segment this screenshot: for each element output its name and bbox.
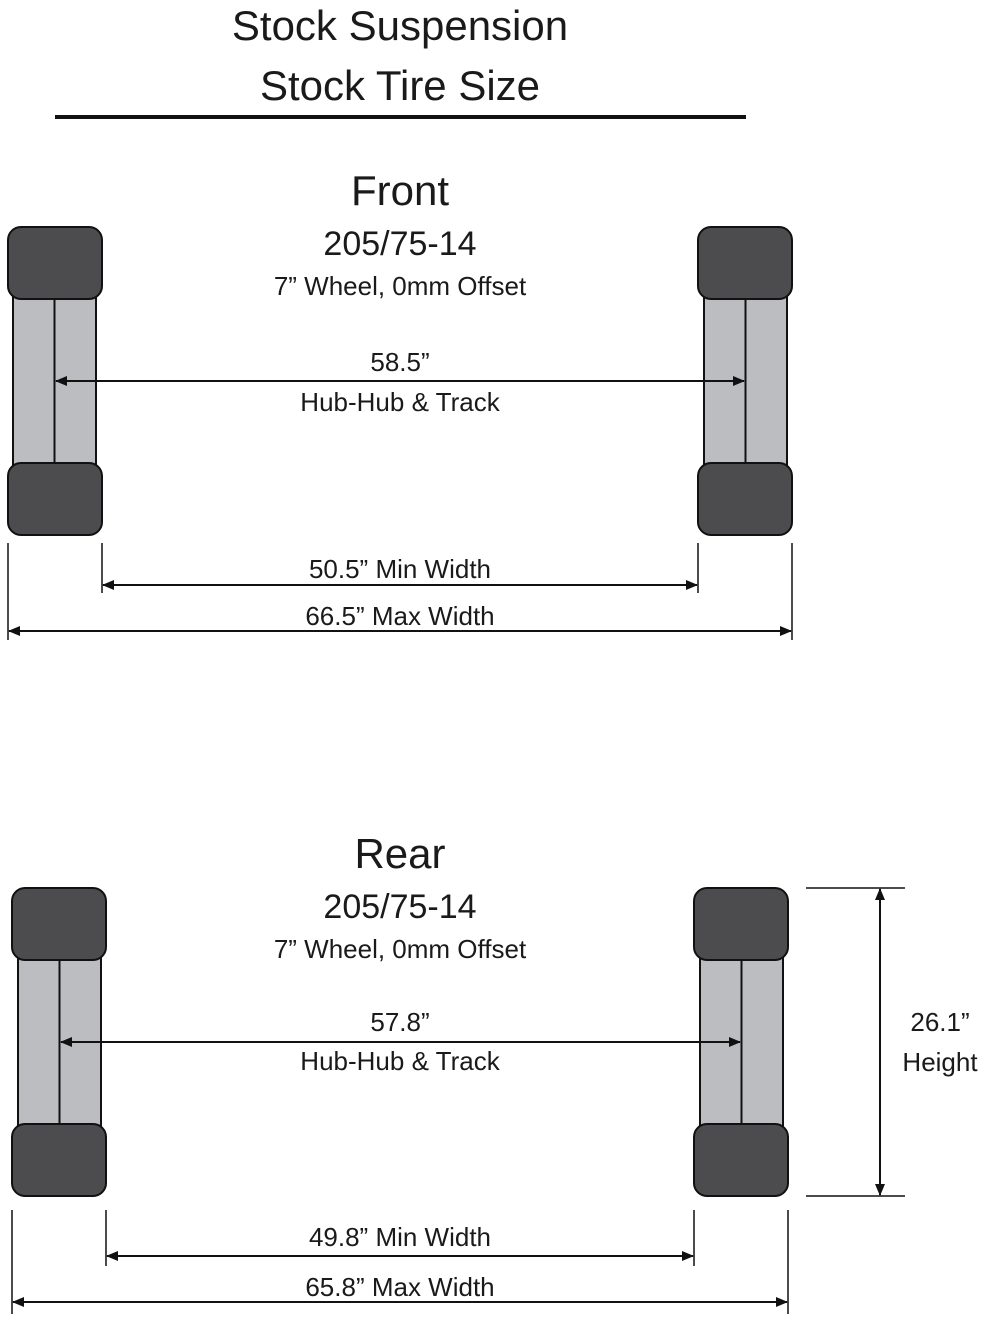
rear-right-tread-top bbox=[693, 887, 789, 961]
rear-height-label-bg bbox=[888, 1000, 987, 1088]
front-right-tread-top bbox=[697, 226, 793, 300]
rear-wheel-spec: 7” Wheel, 0mm Offset bbox=[274, 934, 527, 964]
rear-height-label: Height bbox=[902, 1047, 978, 1077]
front-tire-size: 205/75-14 bbox=[323, 225, 476, 263]
front-track-value: 58.5” bbox=[370, 347, 429, 377]
rear-left-tread-top bbox=[11, 887, 107, 961]
front-label: Front bbox=[351, 167, 449, 214]
rear-min-width: 49.8” Min Width bbox=[309, 1222, 491, 1252]
front-max-width: 66.5” Max Width bbox=[305, 601, 494, 631]
rear-tire-size: 205/75-14 bbox=[323, 888, 476, 926]
front-left-tread-bottom bbox=[7, 462, 103, 536]
front-track-label: Hub-Hub & Track bbox=[300, 387, 500, 417]
front-left-tread-top bbox=[7, 226, 103, 300]
front-min-width: 50.5” Min Width bbox=[309, 554, 491, 584]
rear-right-tread-bottom bbox=[693, 1123, 789, 1197]
rear-label: Rear bbox=[354, 830, 445, 877]
title-line-1: Stock Suspension bbox=[232, 2, 568, 49]
rear-left-tire bbox=[11, 887, 107, 1197]
title-line-2: Stock Tire Size bbox=[260, 62, 540, 109]
rear-track-label: Hub-Hub & Track bbox=[300, 1046, 500, 1076]
front-right-tread-bottom bbox=[697, 462, 793, 536]
rear-track-value: 57.8” bbox=[370, 1007, 429, 1037]
front-axle-group: Front 205/75-14 7” Wheel, 0mm Offset 58.… bbox=[7, 167, 793, 640]
rear-axle-group: Rear 205/75-14 7” Wheel, 0mm Offset 57.8… bbox=[11, 830, 987, 1314]
rear-height-value: 26.1” bbox=[910, 1007, 969, 1037]
rear-left-tread-bottom bbox=[11, 1123, 107, 1197]
rear-max-width: 65.8” Max Width bbox=[305, 1272, 494, 1302]
rear-right-tire bbox=[693, 887, 789, 1197]
front-wheel-spec: 7” Wheel, 0mm Offset bbox=[274, 271, 527, 301]
front-left-tire bbox=[7, 226, 103, 536]
